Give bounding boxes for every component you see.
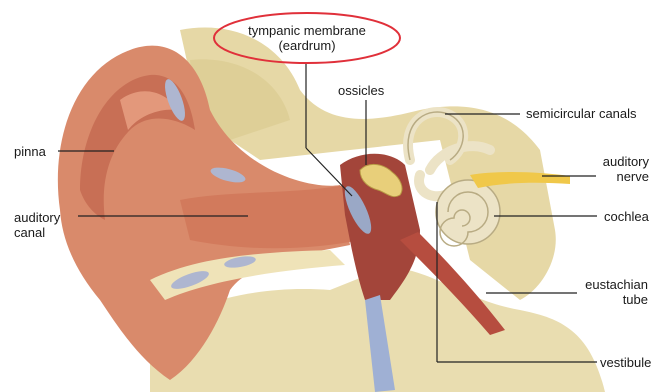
label-tympanic-line2: (eardrum) (232, 38, 382, 53)
label-pinna: pinna (14, 144, 46, 159)
label-auditory-nerve: auditory nerve (603, 154, 649, 184)
label-vestibule: vestibule (600, 355, 651, 370)
label-cochlea: cochlea (604, 209, 649, 224)
label-semicircular-canals: semicircular canals (526, 106, 637, 121)
label-tympanic-line1: tympanic membrane (232, 23, 382, 38)
label-tympanic-membrane: tympanic membrane (eardrum) (232, 23, 382, 53)
label-auditory-canal: auditory canal (14, 210, 60, 240)
label-ossicles: ossicles (338, 83, 384, 98)
label-eustachian-tube: eustachian tube (585, 277, 648, 307)
